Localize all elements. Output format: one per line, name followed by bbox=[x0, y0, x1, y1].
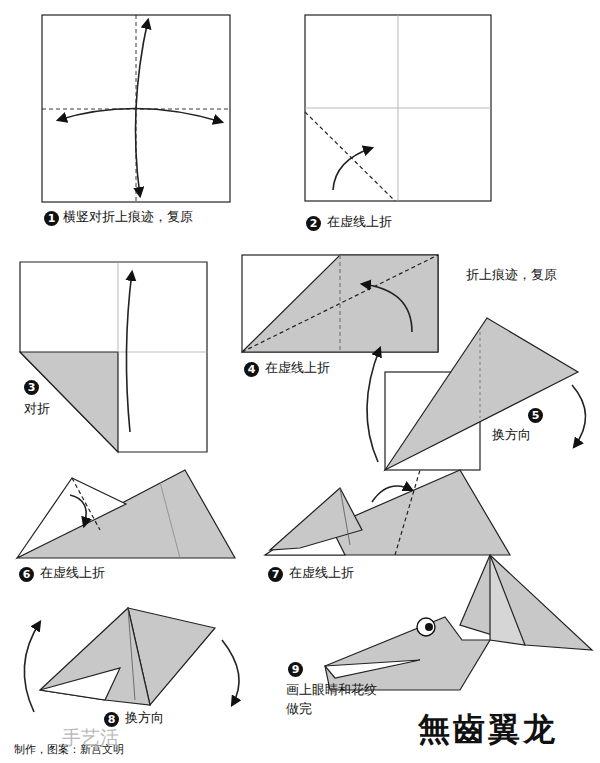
step-note: 换方向 bbox=[125, 709, 164, 728]
callout-number: 8 bbox=[104, 712, 119, 727]
step-note: 折上痕迹，复原 bbox=[466, 266, 557, 285]
callout-number: 2 bbox=[306, 216, 321, 231]
step-note: 在虚线上折 bbox=[289, 564, 354, 583]
callout-number: 1 bbox=[44, 211, 59, 226]
step-note: 换方向 bbox=[492, 426, 531, 445]
step-note: 画上眼睛和花纹 做完 bbox=[286, 681, 388, 719]
paper-square bbox=[42, 15, 230, 202]
diagram-title: 無齒翼龙 bbox=[418, 706, 558, 752]
callout-number: 7 bbox=[268, 567, 283, 582]
step-note: 横竖对折上痕迹，复原 bbox=[63, 208, 193, 227]
callout-number: 9 bbox=[288, 662, 303, 677]
watermark: 手艺活 bbox=[62, 724, 119, 752]
callout-number: 6 bbox=[19, 567, 34, 582]
callout-number: 3 bbox=[24, 380, 39, 395]
step-note: 对折 bbox=[24, 400, 50, 419]
callout-number: 5 bbox=[528, 408, 543, 423]
paper-square bbox=[305, 15, 491, 201]
callout-number: 4 bbox=[244, 362, 259, 377]
step-note: 在虚线上折 bbox=[40, 564, 105, 583]
step-note: 在虚线上折 bbox=[265, 359, 330, 378]
step-note: 在虚线上折 bbox=[327, 213, 392, 232]
